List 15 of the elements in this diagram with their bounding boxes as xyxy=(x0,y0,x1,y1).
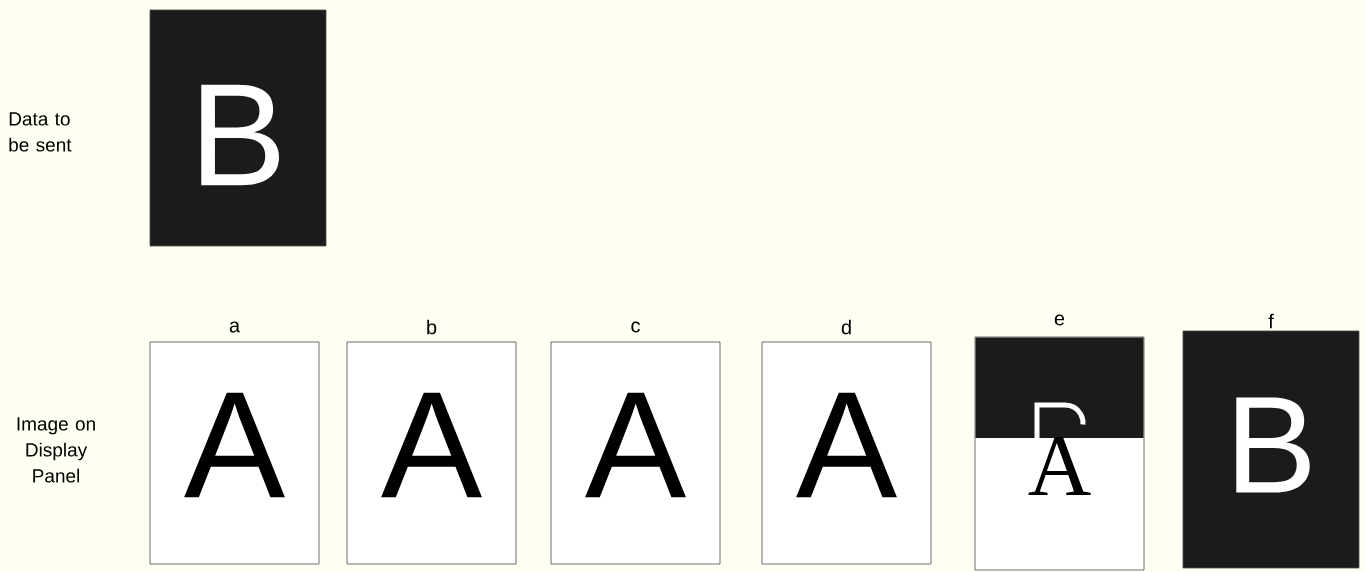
display-panel: A xyxy=(761,341,932,565)
panel-label: c xyxy=(631,321,640,333)
panel-label: d xyxy=(841,319,851,335)
row-label: Image on Display Panel xyxy=(17,417,95,483)
display-panel: A xyxy=(346,341,517,565)
panel-label: a xyxy=(229,321,241,333)
display-panel: A xyxy=(974,336,1145,571)
display-panel: A xyxy=(149,341,320,565)
display-panel: B xyxy=(149,9,327,247)
display-panel: A xyxy=(550,341,721,565)
panel-label: e xyxy=(1054,314,1065,326)
display-panel: B xyxy=(1182,330,1360,569)
panel-label: f xyxy=(1268,313,1274,329)
panel-label: b xyxy=(427,319,437,335)
row-label: Data to be sent xyxy=(9,112,72,152)
